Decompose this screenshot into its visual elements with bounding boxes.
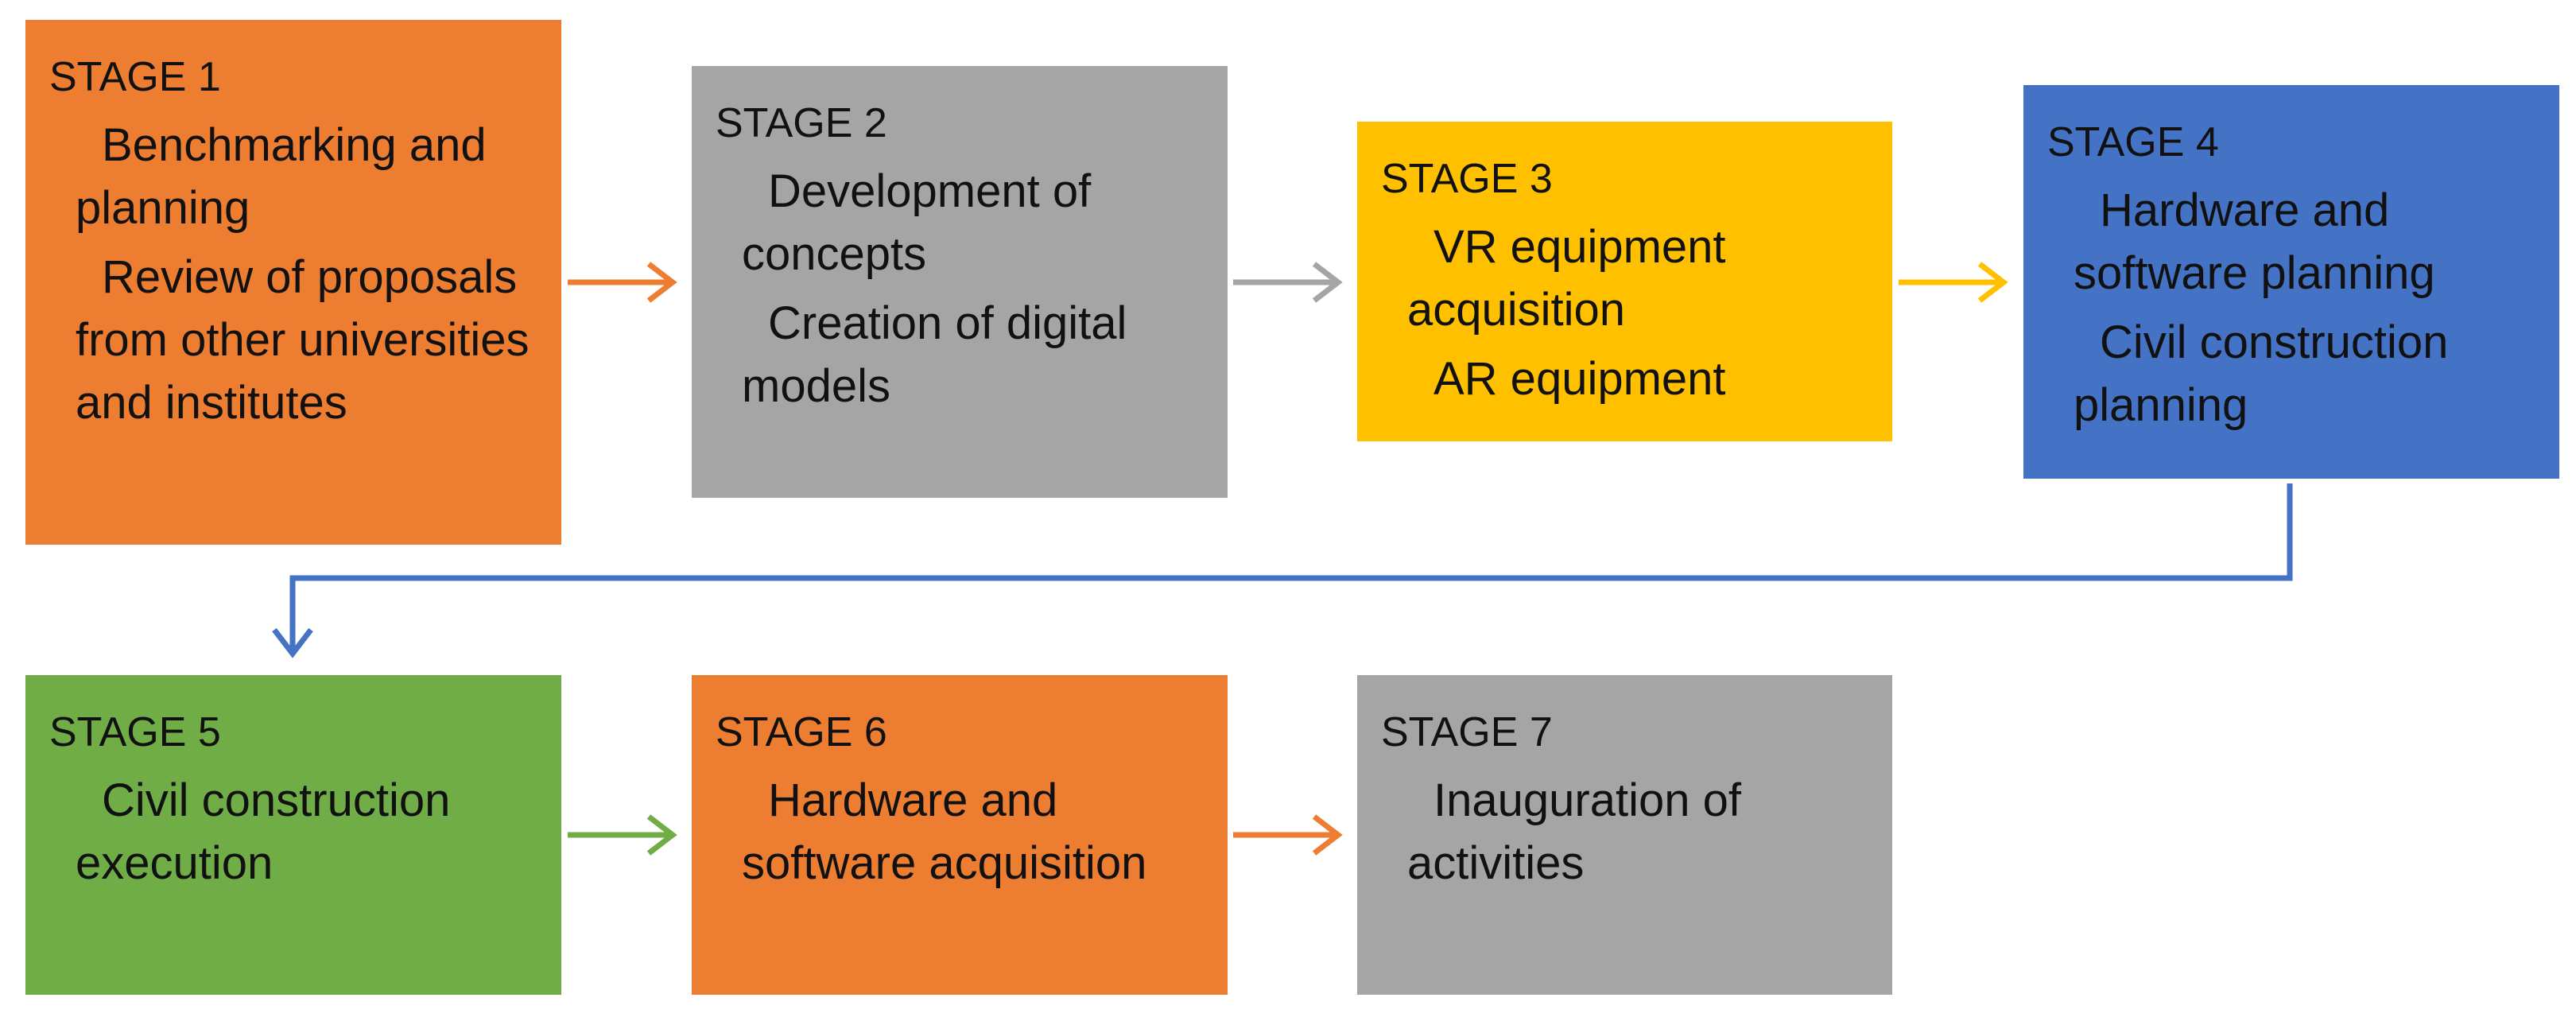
stage-5-box: STAGE 5 Civil construction execution xyxy=(25,675,561,995)
stage-1-items: Benchmarking and planning Review of prop… xyxy=(49,114,537,434)
stage-1-title: STAGE 1 xyxy=(49,54,221,100)
arrow-stage-3-to-4 xyxy=(1899,262,2008,303)
stage-1-item: Review of proposals from other universit… xyxy=(76,251,530,429)
stage-2-item: Creation of digital models xyxy=(742,297,1127,412)
stage-4-item: Hardware and software planning xyxy=(2074,184,2435,299)
arrow-stage-6-to-7 xyxy=(1233,814,1343,856)
stage-4-box: STAGE 4 Hardware and software planning C… xyxy=(2023,85,2559,479)
stage-5-title: STAGE 5 xyxy=(49,709,221,755)
stage-3-items: VR equipment acquisition AR equipment xyxy=(1381,215,1868,410)
stage-7-item: Inauguration of activities xyxy=(1407,774,1741,889)
arrow-stage-5-to-6 xyxy=(568,814,677,856)
stage-3-item: AR equipment xyxy=(1433,353,1726,405)
stage-3-title: STAGE 3 xyxy=(1381,156,1553,202)
stage-1-box: STAGE 1 Benchmarking and planning Review… xyxy=(25,20,561,545)
stage-2-box: STAGE 2 Development of concepts Creation… xyxy=(692,66,1228,498)
stage-7-items: Inauguration of activities xyxy=(1381,769,1868,895)
stage-5-item: Civil construction execution xyxy=(76,774,451,889)
stage-7-title: STAGE 7 xyxy=(1381,709,1553,755)
stage-7-box: STAGE 7 Inauguration of activities xyxy=(1357,675,1892,995)
stage-3-box: STAGE 3 VR equipment acquisition AR equi… xyxy=(1357,122,1892,441)
arrow-stage-1-to-2 xyxy=(568,262,677,303)
stage-3-item: VR equipment acquisition xyxy=(1407,221,1726,336)
stage-6-box: STAGE 6 Hardware and software acquisitio… xyxy=(692,675,1228,995)
stage-6-item: Hardware and software acquisition xyxy=(742,774,1147,889)
stage-2-title: STAGE 2 xyxy=(716,100,887,146)
stage-6-title: STAGE 6 xyxy=(716,709,887,755)
stage-5-items: Civil construction execution xyxy=(49,769,537,895)
stage-4-items: Hardware and software planning Civil con… xyxy=(2047,179,2535,437)
arrow-stage-4-to-5 xyxy=(272,483,2293,658)
stage-1-item: Benchmarking and planning xyxy=(76,119,487,234)
stage-6-items: Hardware and software acquisition xyxy=(716,769,1204,895)
stage-4-item: Civil construction planning xyxy=(2074,316,2449,431)
stage-2-item: Development of concepts xyxy=(742,165,1092,280)
stage-2-items: Development of concepts Creation of digi… xyxy=(716,160,1204,417)
arrow-stage-2-to-3 xyxy=(1233,262,1343,303)
stage-4-title: STAGE 4 xyxy=(2047,119,2219,165)
